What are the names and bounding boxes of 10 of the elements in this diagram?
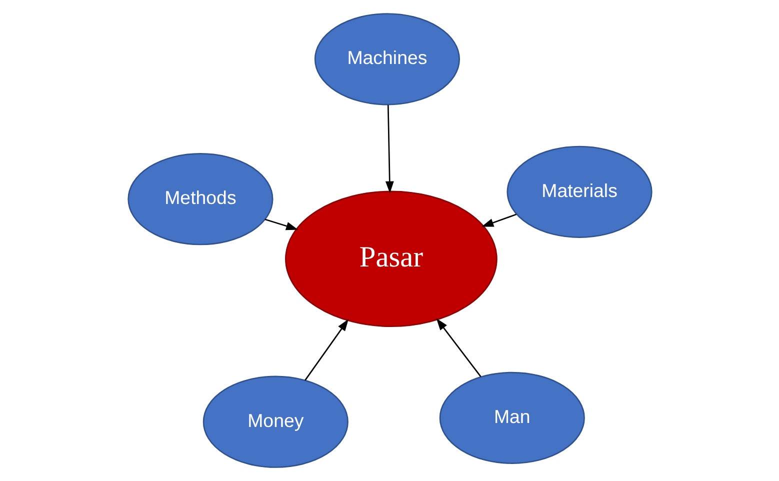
node-ellipse: Machines (314, 13, 460, 106)
arrow (481, 214, 516, 227)
arrow (304, 319, 348, 381)
node-ellipse: Methods (127, 153, 273, 246)
arrow (264, 218, 298, 230)
node-ellipse: Money (202, 376, 348, 468)
node-ellipse: Materials (506, 146, 652, 238)
arrow (436, 318, 481, 377)
arrow (384, 104, 394, 194)
node-ellipse: Man (438, 372, 584, 464)
